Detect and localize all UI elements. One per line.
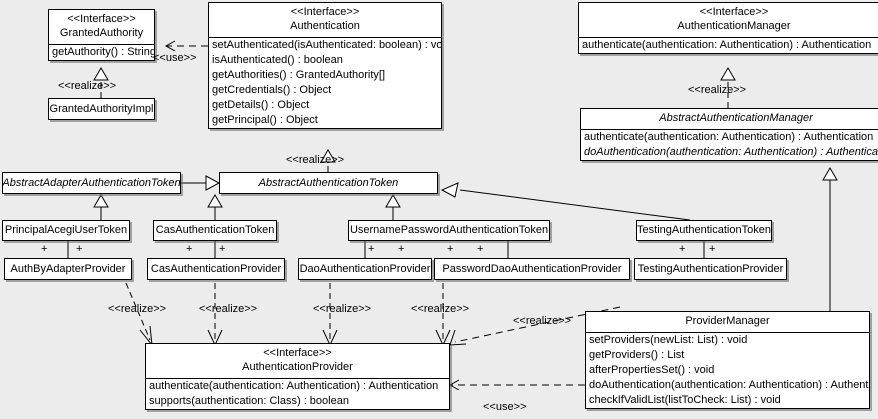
edge-label-realize-abstracttoken: <<realize>> <box>286 154 345 166</box>
multiplicity-plus: + <box>709 243 716 255</box>
edge-label-use-authentication-grantedauthority: <<use>> <box>153 52 197 64</box>
class-name: AuthenticationProvider <box>242 361 353 373</box>
class-name: ProviderManager <box>685 315 770 327</box>
stereotype-label: <<Interface>> <box>699 6 769 18</box>
class-members: authenticate(authentication: Authenticat… <box>581 129 878 160</box>
edge-label-realize-cas: <<realize>> <box>199 303 258 315</box>
stereotype-label: <<Interface>> <box>67 13 136 25</box>
multiplicity-plus: + <box>398 243 405 255</box>
class-header: ProviderManager <box>586 312 869 332</box>
member: isAuthenticated() : boolean <box>212 54 343 66</box>
class-abstract-authentication-token[interactable]: AbstractAuthenticationToken <box>219 172 438 194</box>
member: getCredentials() : Object <box>212 84 332 96</box>
member: supports(authentication: Class) : boolea… <box>149 395 349 407</box>
stereotype-label: <<Interface>> <box>263 347 332 359</box>
class-authentication-provider[interactable]: <<Interface>> AuthenticationProvider aut… <box>145 343 450 410</box>
edge-generalize-testingtoken <box>459 189 691 221</box>
multiplicity-plus: + <box>477 243 484 255</box>
class-header: <<Interface>> AuthenticationManager <box>579 3 878 37</box>
edge-label-realize-passworddao: <<realize>> <box>411 303 470 315</box>
class-name: UsernamePasswordAuthenticationToken <box>349 224 549 236</box>
class-name: AuthByAdapterProvider <box>10 262 126 275</box>
class-members: getAuthority() : String <box>49 44 154 60</box>
member: doAuthentication(authentication: Authent… <box>589 379 870 391</box>
class-header: AbstractAuthenticationManager <box>581 109 878 129</box>
edge-label-realize-providermanager: <<realize>> <box>513 315 572 327</box>
class-members: authenticate(authentication: Authenticat… <box>579 37 878 53</box>
multiplicity-plus: + <box>368 243 375 255</box>
member: getProviders() : List <box>589 349 685 361</box>
member: checkIfValidList(listToCheck: List) : vo… <box>589 394 781 406</box>
class-members: authenticate(authentication: Authenticat… <box>146 378 449 409</box>
multiplicity-plus: + <box>41 243 48 255</box>
class-auth-by-adapter-provider[interactable]: AuthByAdapterProvider <box>4 258 132 280</box>
class-name: AbstractAdapterAuthenticationToken <box>2 176 181 189</box>
class-principal-acegi-user-token[interactable]: PrincipalAcegiUserToken <box>2 220 130 241</box>
class-granted-authority-impl[interactable]: GrantedAuthorityImpl <box>48 98 155 120</box>
multiplicity-plus: + <box>219 243 226 255</box>
member: authenticate(authentication: Authenticat… <box>582 39 872 51</box>
class-abstract-authentication-manager[interactable]: AbstractAuthenticationManager authentica… <box>580 108 878 161</box>
class-provider-manager[interactable]: ProviderManager setProviders(newList: Li… <box>585 311 870 409</box>
multiplicity-plus: + <box>76 243 83 255</box>
class-name: AbstractAuthenticationToken <box>258 176 399 189</box>
multiplicity-plus: + <box>186 243 193 255</box>
edge-label-realize-abstractmanager: <<realize>> <box>688 84 747 96</box>
class-cas-authentication-token[interactable]: CasAuthenticationToken <box>153 220 277 241</box>
member: getAuthority() : String <box>52 46 155 58</box>
class-name: CasAuthenticationToken <box>155 224 275 236</box>
class-name: TestingAuthenticationToken <box>637 224 771 236</box>
edge-label-realize-authbyadapter: <<realize>> <box>108 303 167 315</box>
member: getDetails() : Object <box>212 99 310 111</box>
member: authenticate(authentication: Authenticat… <box>584 131 874 143</box>
edge-label-realize-grantedauthorityimpl: <<realize>> <box>58 80 117 92</box>
class-header: <<Interface>> Authentication <box>209 3 441 37</box>
class-name: TestingAuthenticationProvider <box>637 262 784 275</box>
class-authentication[interactable]: <<Interface>> Authentication setAuthenti… <box>208 2 442 129</box>
class-cas-authentication-provider[interactable]: CasAuthenticationProvider <box>147 258 285 280</box>
member: authenticate(authentication: Authenticat… <box>149 380 439 392</box>
member: getAuthorities() : GrantedAuthority[] <box>212 69 386 81</box>
edge-label-use-providermanager: <<use>> <box>483 401 527 413</box>
member: setAuthenticated(isAuthenticated: boolea… <box>212 39 442 51</box>
class-members: setProviders(newList: List) : void getPr… <box>586 332 869 408</box>
class-members: setAuthenticated(isAuthenticated: boolea… <box>209 37 441 128</box>
class-abstract-adapter-authentication-token[interactable]: AbstractAdapterAuthenticationToken <box>2 172 181 194</box>
class-name: CasAuthenticationProvider <box>150 262 282 275</box>
multiplicity-plus: + <box>679 243 686 255</box>
class-name: GrantedAuthority <box>59 27 144 39</box>
class-testing-authentication-provider[interactable]: TestingAuthenticationProvider <box>634 258 787 280</box>
class-username-password-authentication-token[interactable]: UsernamePasswordAuthenticationToken <box>348 220 550 241</box>
class-name: DaoAuthenticationProvider <box>299 262 431 275</box>
class-name: GrantedAuthorityImpl <box>49 102 154 115</box>
class-authentication-manager[interactable]: <<Interface>> AuthenticationManager auth… <box>578 2 878 54</box>
class-header: <<Interface>> GrantedAuthority <box>49 10 154 44</box>
class-name: PrincipalAcegiUserToken <box>4 224 128 236</box>
class-granted-authority[interactable]: <<Interface>> GrantedAuthority getAuthor… <box>48 9 155 61</box>
class-name: AbstractAuthenticationManager <box>659 112 813 124</box>
member: afterPropertiesSet() : void <box>589 364 715 376</box>
stereotype-label: <<Interface>> <box>290 6 360 18</box>
class-name: Authentication <box>290 20 360 32</box>
class-name: PasswordDaoAuthenticationProvider <box>442 262 622 275</box>
class-password-dao-authentication-provider[interactable]: PasswordDaoAuthenticationProvider <box>434 258 630 280</box>
edge-label-realize-dao: <<realize>> <box>313 303 372 315</box>
member: doAuthentication(authentication: Authent… <box>584 146 878 158</box>
class-name: AuthenticationManager <box>677 20 791 32</box>
class-dao-authentication-provider[interactable]: DaoAuthenticationProvider <box>298 258 432 280</box>
class-testing-authentication-token[interactable]: TestingAuthenticationToken <box>636 220 772 241</box>
class-header: <<Interface>> AuthenticationProvider <box>146 344 449 378</box>
member: setProviders(newList: List) : void <box>589 334 748 346</box>
multiplicity-plus: + <box>447 243 454 255</box>
member: getPrincipal() : Object <box>212 114 318 126</box>
